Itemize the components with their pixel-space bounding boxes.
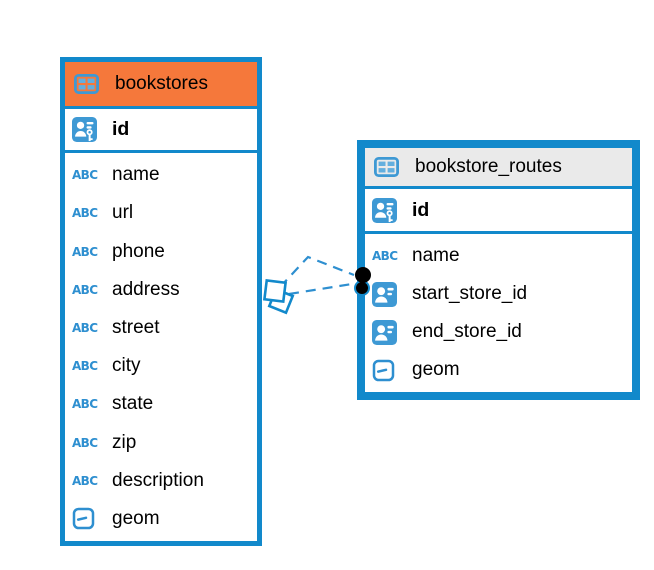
text-type-icon: ABC (72, 244, 98, 259)
column-row[interactable]: end_store_id (365, 313, 632, 351)
text-type-icon: ABC (72, 473, 98, 488)
table-icon (374, 157, 405, 177)
entity-bookstore-routes[interactable]: bookstore_routes id ABC (357, 140, 640, 400)
column-row[interactable]: ABC name (365, 237, 632, 275)
foreign-key-icon (372, 319, 403, 345)
column-name: zip (112, 431, 137, 453)
column-row[interactable]: ABC phone (65, 232, 257, 270)
column-name: start_store_id (412, 283, 528, 304)
text-type-icon: ABC (72, 282, 98, 297)
column-name: city (112, 355, 141, 377)
column-row[interactable]: geom (65, 500, 257, 538)
table-icon (74, 74, 105, 94)
column-name: description (112, 469, 204, 491)
column-name: geom (412, 359, 460, 380)
geometry-type-icon (72, 507, 103, 530)
column-name: name (412, 245, 460, 266)
column-row[interactable]: ABC city (65, 347, 257, 385)
column-row[interactable]: start_store_id (365, 275, 632, 313)
column-row[interactable]: ABC zip (65, 423, 257, 461)
column-name: street (112, 316, 160, 338)
text-type-icon: ABC (72, 320, 98, 335)
text-type-icon: ABC (72, 359, 98, 374)
column-row[interactable]: ABC description (65, 462, 257, 500)
entity-bookstores-header[interactable]: bookstores (65, 62, 257, 109)
entity-bookstore-routes-header[interactable]: bookstore_routes (365, 148, 632, 189)
text-type-icon: ABC (72, 435, 98, 450)
column-name: address (112, 278, 180, 300)
column-name: id (412, 198, 430, 221)
foreign-key-icon (372, 281, 403, 307)
column-name: phone (112, 240, 165, 262)
column-row[interactable]: ABC state (65, 385, 257, 423)
column-name: geom (112, 507, 160, 529)
column-row-pk[interactable]: id (365, 189, 632, 234)
column-row[interactable]: ABC name (65, 156, 257, 194)
column-row[interactable]: geom (365, 351, 632, 389)
column-row[interactable]: ABC street (65, 309, 257, 347)
relationship-line[interactable] (279, 255, 355, 288)
column-name: end_store_id (412, 321, 522, 342)
entity-bookstores[interactable]: bookstores id ABC (60, 57, 262, 546)
text-type-icon: ABC (72, 206, 98, 221)
text-type-icon: ABC (72, 397, 98, 412)
relationship-diamond-marker[interactable] (267, 287, 295, 315)
column-name: name (112, 164, 160, 186)
column-row[interactable]: ABC address (65, 271, 257, 309)
primary-key-icon (372, 197, 403, 223)
column-name: id (112, 118, 130, 140)
entity-title: bookstores (115, 73, 208, 94)
column-row[interactable]: ABC url (65, 194, 257, 232)
relationship-diamond-marker[interactable] (262, 278, 288, 304)
text-type-icon: ABC (372, 249, 398, 263)
column-name: url (112, 202, 134, 224)
column-name: state (112, 393, 154, 415)
column-list: ABC name ABC url ABC phone ABC address A… (65, 153, 257, 541)
text-type-icon: ABC (72, 168, 98, 183)
primary-key-icon (72, 117, 103, 142)
column-row-pk[interactable]: id (65, 109, 257, 153)
entity-title: bookstore_routes (415, 156, 562, 177)
geometry-type-icon (372, 359, 403, 382)
column-list: ABC name start_store_id (365, 234, 632, 392)
relationship-line[interactable] (288, 282, 353, 296)
